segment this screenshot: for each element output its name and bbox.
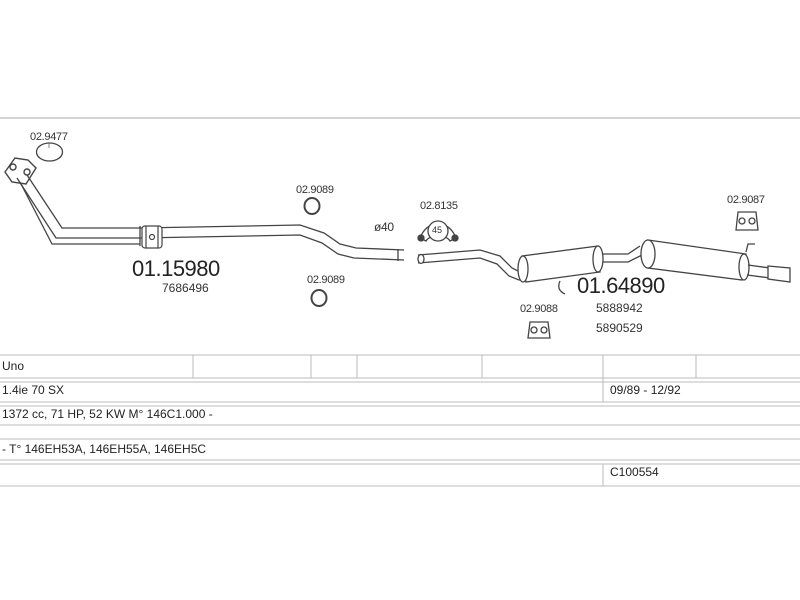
table-version: 1.4ie 70 SX	[2, 383, 65, 397]
clamp-ring-upper	[303, 197, 321, 215]
table-engine: 1372 cc, 71 HP, 52 KW M° 146C1.000 -	[2, 407, 213, 421]
front-flange	[4, 157, 37, 185]
muffler-hook	[558, 280, 566, 295]
pipe-clamp	[141, 225, 163, 249]
gasket-middle-part-number: 02.8135	[420, 200, 458, 212]
clamp-ring-lower	[310, 289, 328, 307]
gasket-double-ring	[35, 142, 64, 162]
table-model: Uno	[2, 359, 25, 373]
table-engine-types: - T° 146EH53A, 146EH55A, 146EH5C	[2, 442, 207, 456]
rear-section-part-number: 01.64890	[577, 273, 665, 298]
table-period: 09/89 - 12/92	[610, 383, 681, 397]
rear-muffler	[640, 239, 750, 281]
connecting-pipe	[603, 245, 645, 263]
tail-pipe	[746, 264, 791, 283]
clamp-upper-part-number: 02.9089	[296, 184, 334, 196]
rear-section	[417, 249, 528, 281]
rear-hook	[745, 243, 755, 253]
hanger-right-part-number: 02.9087	[727, 194, 765, 206]
middle-muffler	[517, 245, 604, 283]
rubber-hanger-bottom	[527, 321, 551, 339]
rear-section-oem-number-2: 5890529	[596, 321, 643, 335]
gasket-45	[417, 220, 459, 242]
hanger-bottom-part-number: 02.9088	[520, 303, 558, 315]
front-pipe-part-number: 01.15980	[132, 256, 220, 281]
rear-section-oem-number-1: 5888942	[596, 301, 643, 315]
application-table-grid	[0, 354, 800, 487]
front-pipe	[16, 174, 405, 261]
rubber-hanger-right	[735, 211, 759, 231]
table-catalog-code: C100554	[610, 465, 659, 479]
gasket-part-number: 02.9477	[30, 131, 68, 143]
clamp-lower-part-number: 02.9089	[307, 274, 345, 286]
gasket-size-badge: 45	[432, 225, 443, 235]
front-pipe-oem-number: 7686496	[162, 281, 209, 295]
pipe-diameter-label: ø40	[374, 220, 394, 234]
